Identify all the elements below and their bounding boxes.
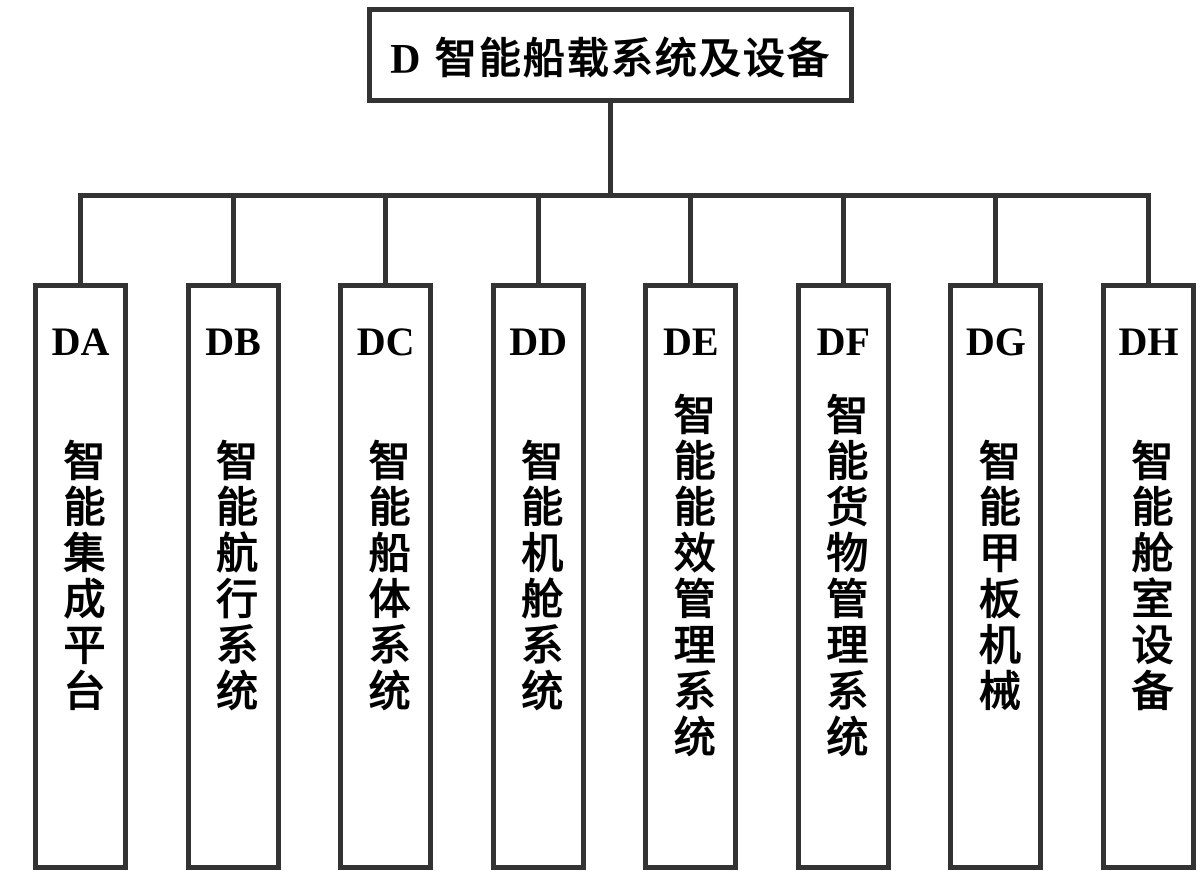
connector-bus	[78, 193, 1151, 198]
child-node-df: DF 智能货物管理系统	[795, 283, 891, 870]
child-node-da-code: DA	[51, 319, 110, 364]
child-node-dd-label: 智能机舱系统	[514, 438, 561, 715]
connector-drop-de	[688, 193, 693, 283]
child-node-dh-code: DH	[1118, 319, 1179, 364]
child-node-de: DE 智能能效管理系统	[643, 283, 739, 870]
child-node-db-label: 智能航行系统	[209, 438, 256, 715]
connector-stem	[608, 100, 613, 198]
connector-drop-dg	[993, 193, 998, 283]
child-node-dc-code: DC	[356, 319, 415, 364]
child-node-da-label: 智能集成平台	[57, 438, 103, 715]
child-node-dg-code: DG	[965, 319, 1026, 364]
connector-drop-dd	[536, 193, 541, 283]
child-node-df-label: 智能货物管理系统	[819, 392, 866, 761]
child-node-dc-label: 智能船体系统	[362, 438, 409, 715]
connector-drop-df	[841, 193, 846, 283]
connector-drop-dc	[383, 193, 388, 283]
connector-drop-da	[78, 193, 83, 283]
root-node: D 智能船载系统及设备	[367, 7, 854, 103]
child-node-de-code: DE	[662, 319, 719, 364]
child-node-dg: DG 智能甲板机械	[948, 283, 1044, 870]
root-node-label: D 智能船载系统及设备	[390, 36, 831, 83]
child-node-dc: DC 智能船体系统	[338, 283, 434, 870]
child-node-da: DA 智能集成平台	[33, 283, 128, 870]
child-node-de-label: 智能能效管理系统	[667, 392, 714, 761]
connector-drop-dh	[1146, 193, 1151, 283]
child-nodes-row: DA 智能集成平台 DB 智能航行系统 DC 智能船体系统 DD 智能机舱系统 …	[33, 283, 1196, 870]
child-node-db-code: DB	[205, 319, 261, 364]
child-node-dh: DH 智能舱室设备	[1100, 283, 1196, 870]
child-node-db: DB 智能航行系统	[185, 283, 281, 870]
child-node-dh-label: 智能舱室设备	[1124, 438, 1171, 715]
child-node-dg-label: 智能甲板机械	[972, 438, 1019, 715]
connector-drop-db	[231, 193, 236, 283]
child-node-df-code: DF	[816, 319, 870, 364]
child-node-dd: DD 智能机舱系统	[490, 283, 586, 870]
child-node-dd-code: DD	[509, 319, 568, 364]
